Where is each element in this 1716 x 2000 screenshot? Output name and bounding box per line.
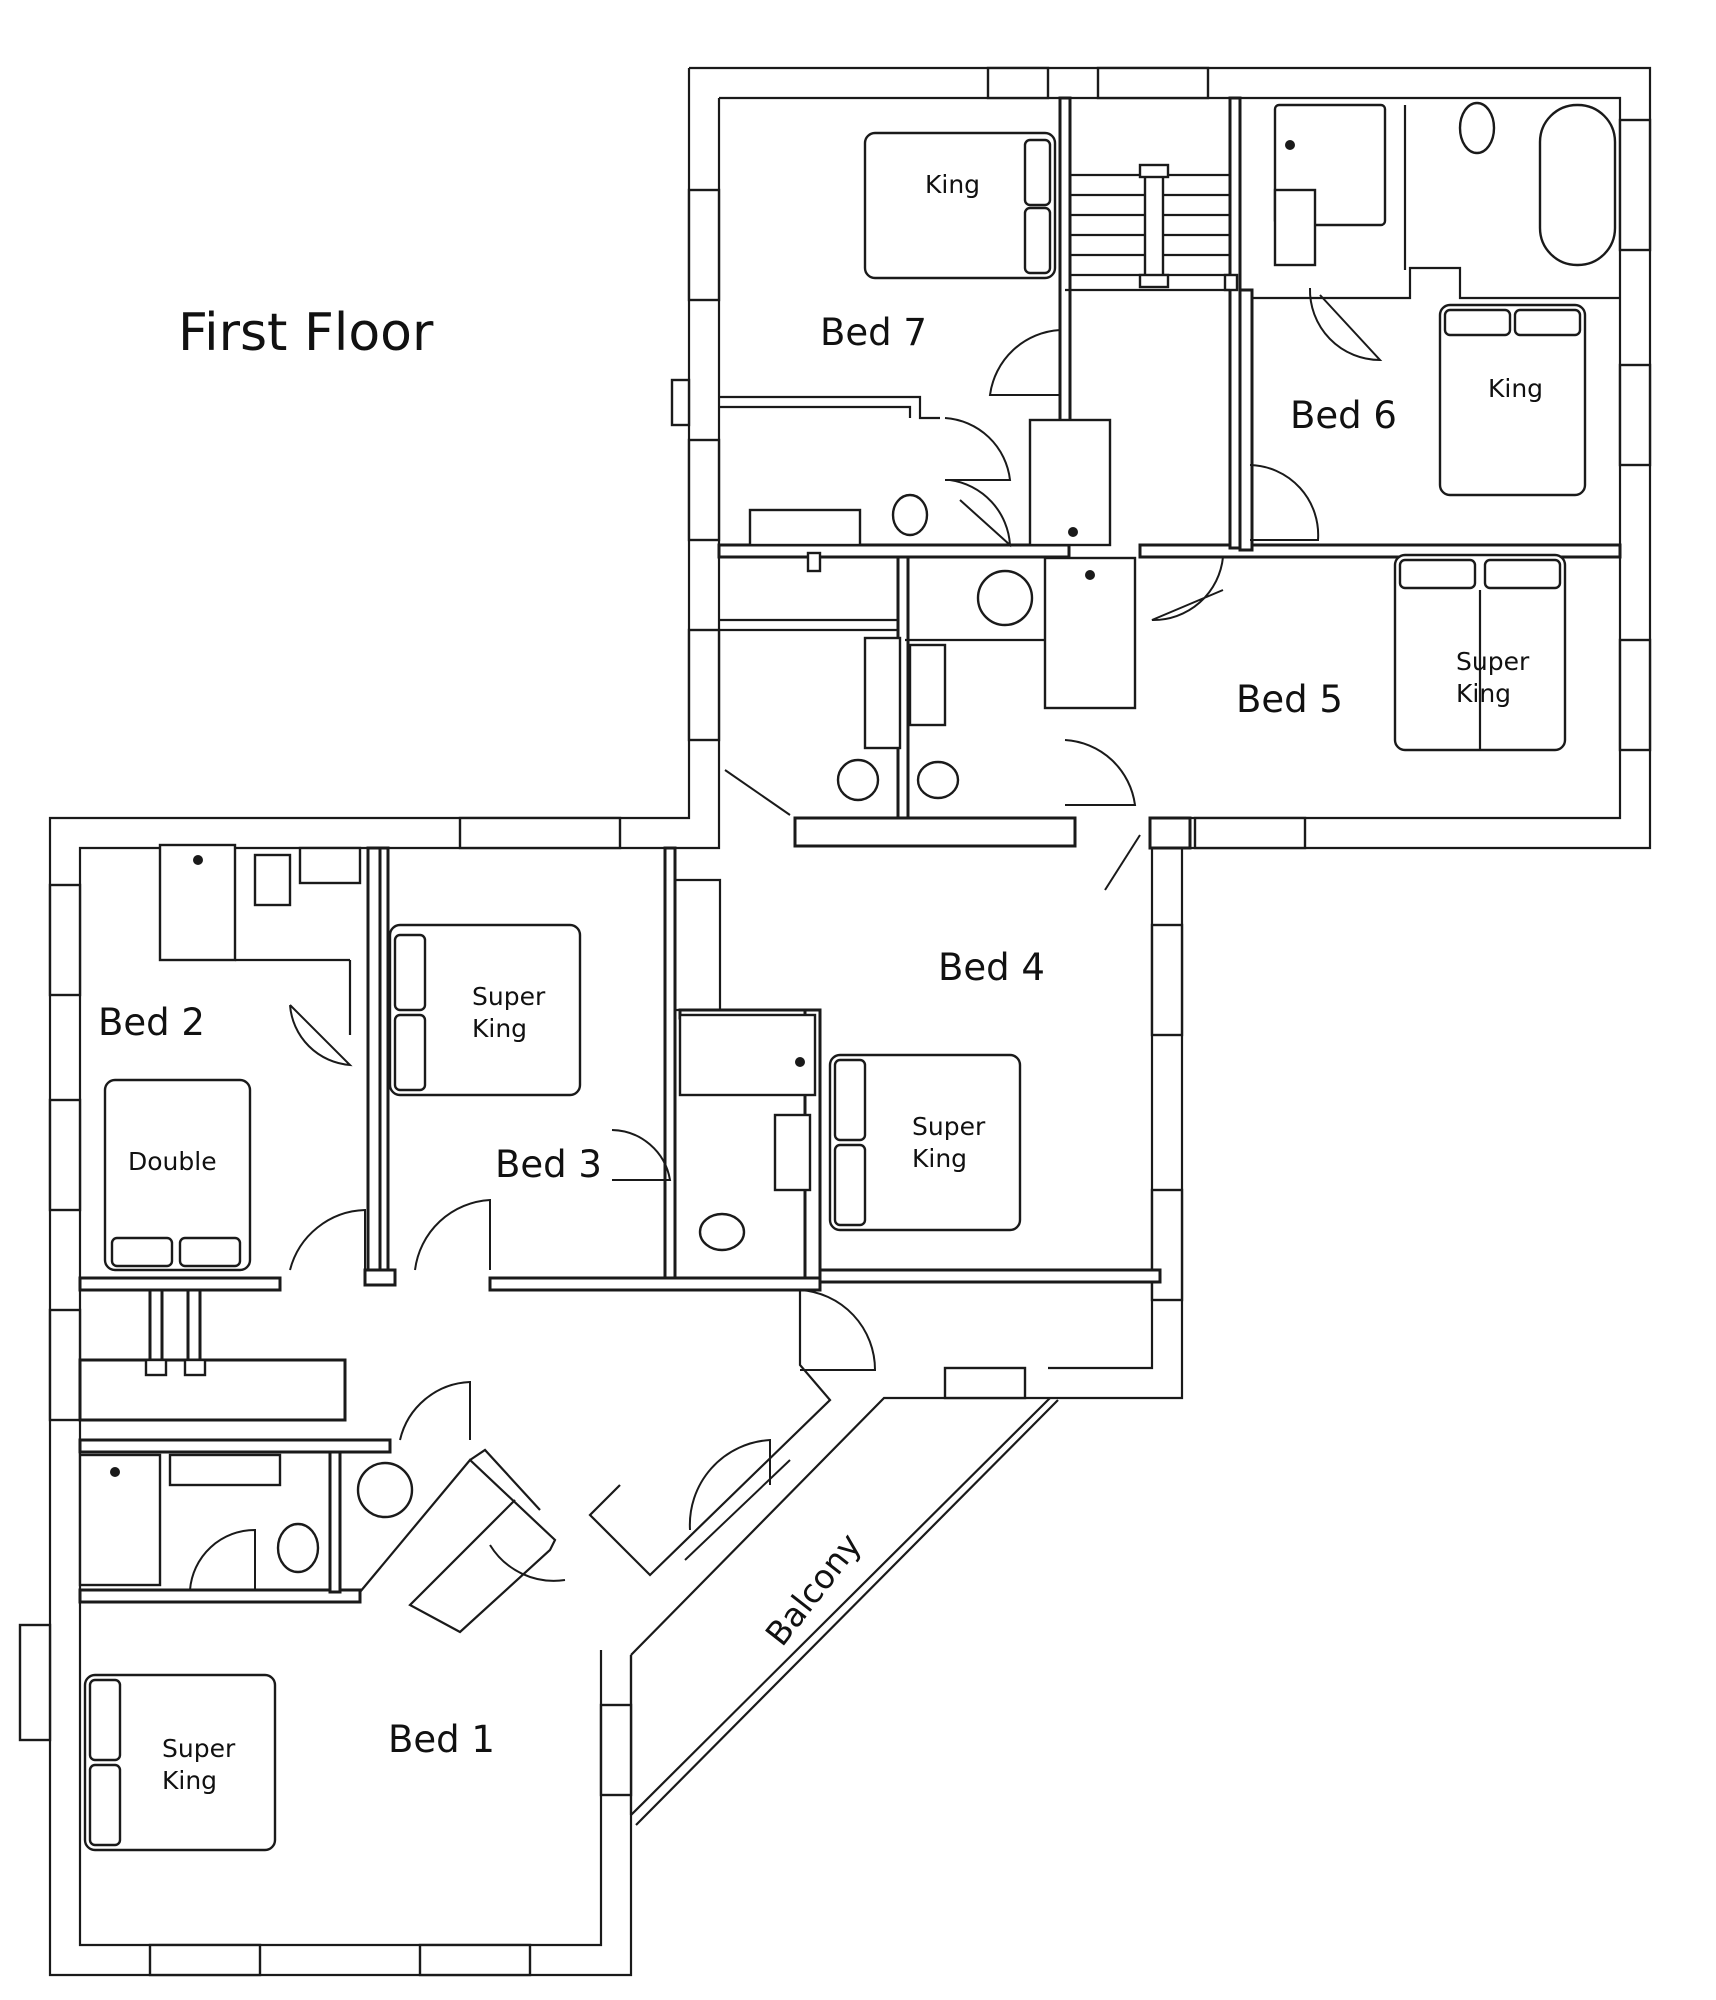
- doors: [189, 287, 1383, 1591]
- room-label-bed3: Bed 3: [495, 1143, 602, 1186]
- staircase: [1065, 163, 1239, 292]
- bathroom-fixtures: [78, 101, 1617, 1587]
- bed-size-bed4-line2: King: [912, 1144, 967, 1173]
- bed-size-bed6: King: [1488, 374, 1543, 403]
- beds: [83, 131, 1587, 1852]
- room-label-bed2: Bed 2: [98, 1001, 205, 1044]
- bed-size-bed1-line1: Super: [162, 1734, 236, 1763]
- windows: [18, 66, 1652, 1977]
- bed-size-bed7: King: [925, 170, 980, 199]
- floor-title: First Floor: [178, 303, 434, 363]
- bed-size-bed5-line2: King: [1456, 679, 1511, 708]
- bed-size-bed3-line2: King: [472, 1014, 527, 1043]
- bed-size-bed3-line1: Super: [472, 982, 546, 1011]
- bed-size-bed2: Double: [128, 1147, 217, 1176]
- room-label-bed7: Bed 7: [820, 311, 927, 354]
- room-label-bed4: Bed 4: [938, 946, 1045, 989]
- room-label-bed6: Bed 6: [1290, 394, 1397, 437]
- interior-walls: [78, 96, 1622, 1634]
- bed-size-bed4-line1: Super: [912, 1112, 986, 1141]
- room-label-bed5: Bed 5: [1236, 678, 1343, 721]
- room-label-bed1: Bed 1: [388, 1718, 495, 1761]
- bed-size-bed5-line1: Super: [1456, 647, 1530, 676]
- bed-size-bed1-line2: King: [162, 1766, 217, 1795]
